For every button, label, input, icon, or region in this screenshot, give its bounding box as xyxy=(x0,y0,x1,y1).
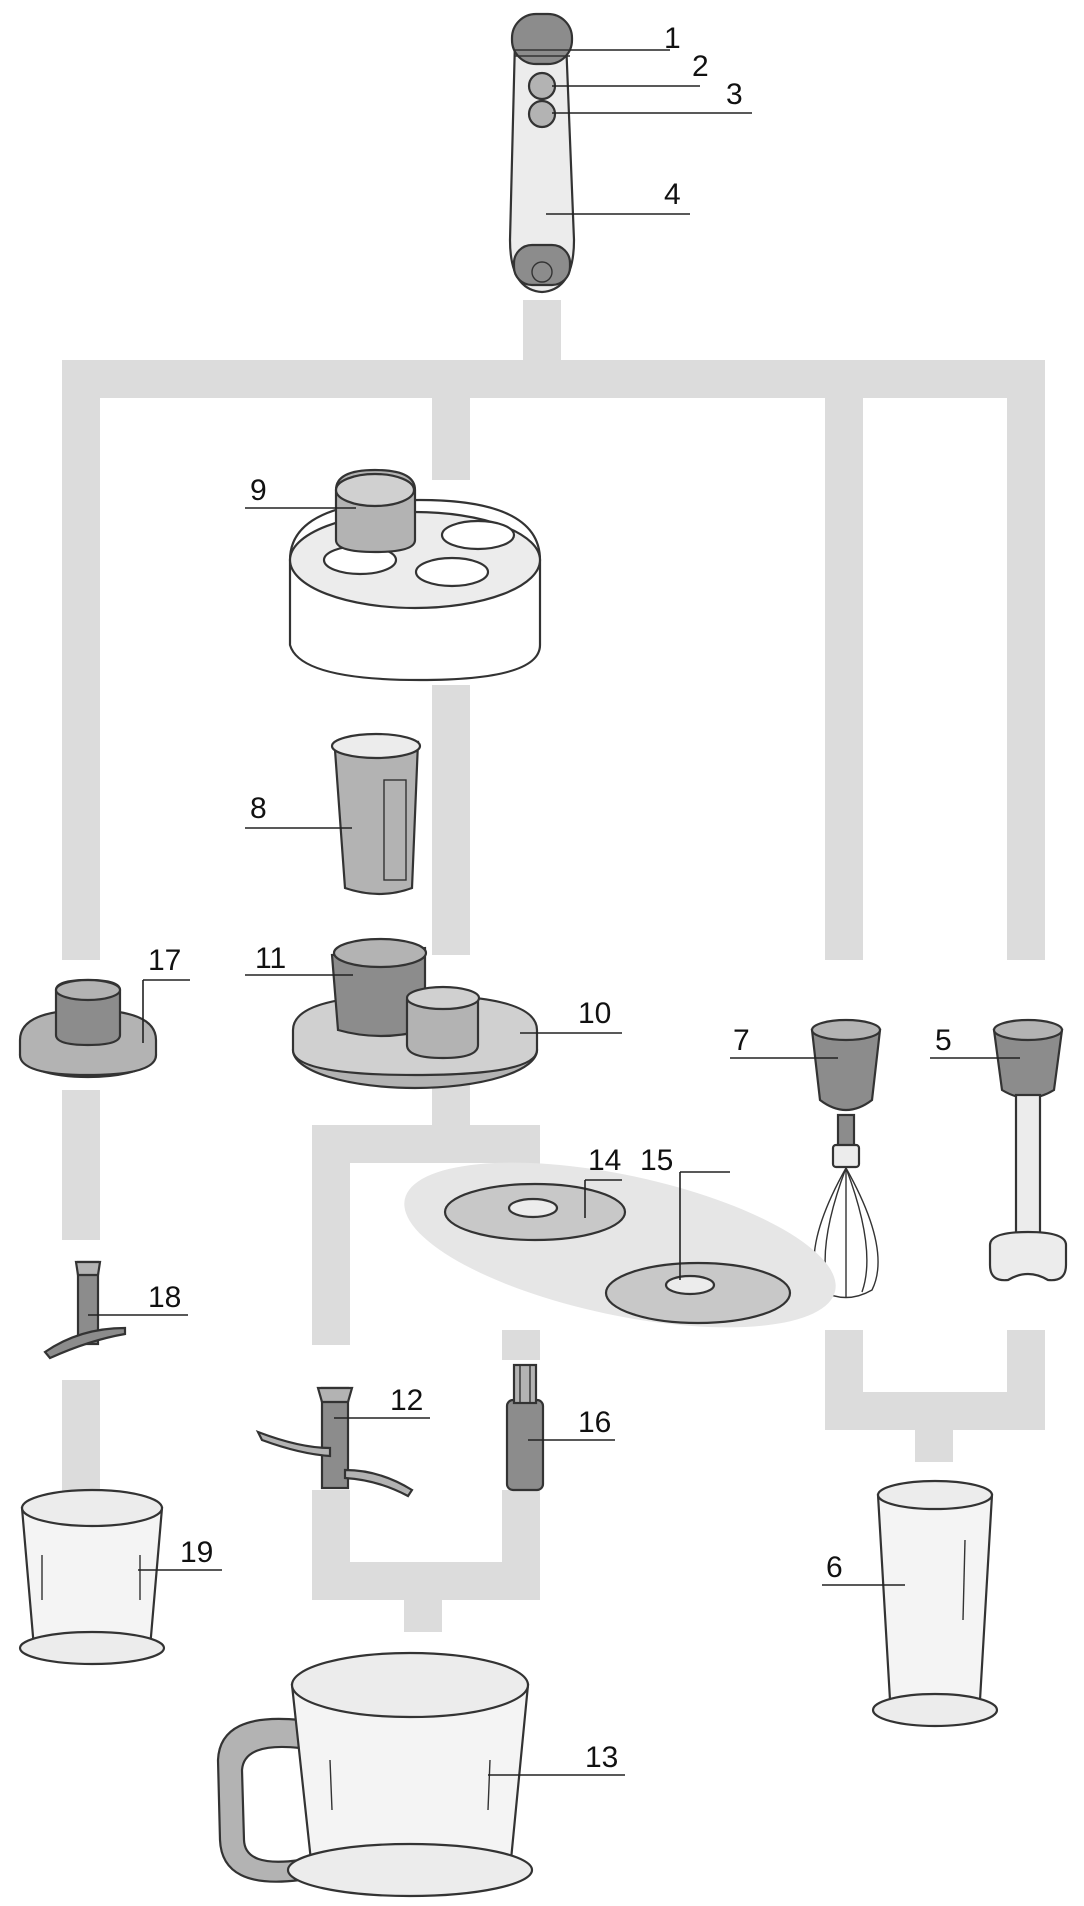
leader-lines xyxy=(88,49,1020,1776)
callout-10: 10 xyxy=(578,997,611,1030)
callout-14: 14 xyxy=(588,1144,621,1177)
food-pusher xyxy=(330,732,422,896)
callout-6: 6 xyxy=(826,1551,843,1584)
callout-11: 11 xyxy=(255,942,286,975)
work-bowl xyxy=(216,1651,534,1898)
motor-unit xyxy=(508,12,576,294)
food-processor-cover xyxy=(288,468,542,682)
callout-17: 17 xyxy=(148,944,181,977)
chopper-bowl xyxy=(18,1488,166,1666)
bowl-lid xyxy=(291,937,539,1090)
whisk-attachment xyxy=(810,1018,882,1299)
measuring-beaker xyxy=(871,1479,999,1728)
blender-shaft xyxy=(988,1018,1068,1282)
callout-4: 4 xyxy=(664,178,681,211)
processor-blade xyxy=(255,1386,414,1498)
connector-pipes xyxy=(62,300,1045,1632)
callout-2: 2 xyxy=(692,50,709,83)
slicing-discs xyxy=(404,1162,836,1328)
callout-16: 16 xyxy=(578,1406,611,1439)
chopper-blade xyxy=(43,1260,127,1360)
disc-holder xyxy=(505,1363,545,1492)
callout-18: 18 xyxy=(148,1281,181,1314)
callout-5: 5 xyxy=(935,1024,952,1057)
callout-8: 8 xyxy=(250,792,267,825)
callout-7: 7 xyxy=(733,1024,750,1057)
chopper-lid xyxy=(18,978,158,1079)
callout-3: 3 xyxy=(726,78,743,111)
callout-13: 13 xyxy=(585,1741,618,1774)
callout-numbers: 1 2 3 4 9 8 17 11 10 7 5 14 15 18 12 16 … xyxy=(148,22,952,1774)
callout-1: 1 xyxy=(664,22,681,55)
callout-19: 19 xyxy=(180,1536,213,1569)
callout-15: 15 xyxy=(640,1144,673,1177)
callout-12: 12 xyxy=(390,1384,423,1417)
callout-9: 9 xyxy=(250,474,267,507)
